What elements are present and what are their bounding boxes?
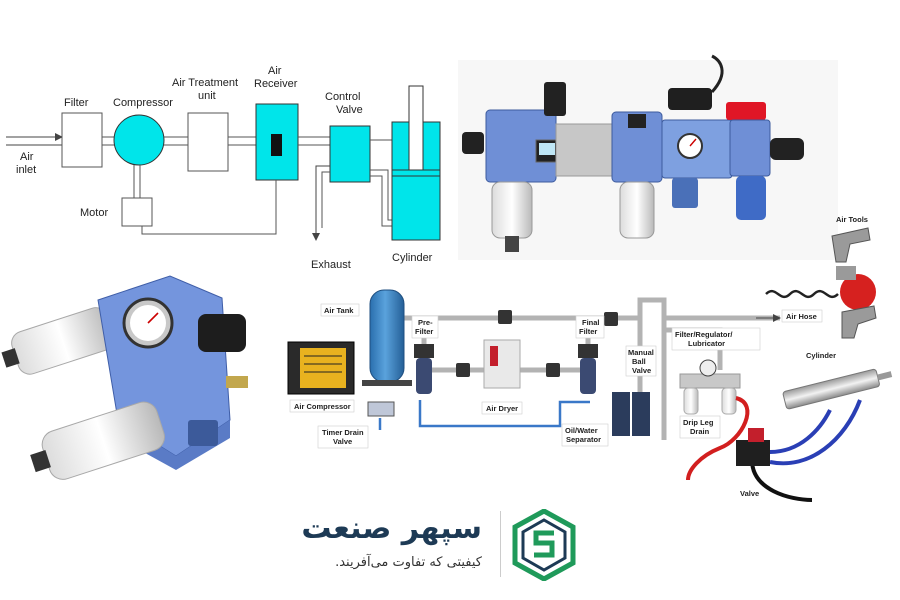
frl-combo-photo <box>1 275 248 482</box>
air-hose-label: Air Hose <box>786 312 817 321</box>
frl-tag <box>671 327 761 351</box>
air-inlet-label: Air inlet <box>16 151 37 176</box>
frl-label: Filter/Regulator/ Lubricator <box>675 330 735 348</box>
manual-ball-valve-label: Manual Ball Valve <box>628 348 656 375</box>
filter-block <box>61 112 103 168</box>
brand-divider <box>500 511 501 577</box>
final-filter-tag <box>575 315 605 339</box>
pre-filter-label: Pre- Filter <box>415 318 435 336</box>
final-filter-label: Final Filter <box>579 318 602 336</box>
air-hose-tag <box>781 309 823 323</box>
brand-logo-icon <box>512 509 576 581</box>
control-valve-label: Control Valve <box>325 91 364 116</box>
ball-valve-icon <box>456 363 470 377</box>
compressor-label: Compressor <box>113 97 173 109</box>
air-compressor-label: Air Compressor <box>294 402 351 411</box>
air-dryer-label: Air Dryer <box>486 404 518 413</box>
cylinder-label: Cylinder <box>392 252 433 264</box>
receiver-gauge <box>271 134 282 156</box>
air-tools-label: Air Tools <box>836 215 868 224</box>
drip-leg-label: Drip Leg Drain <box>683 418 716 436</box>
ball-valve-icon <box>546 363 560 377</box>
pneumatic-schematic: Air inlet Filter Compressor Air Treatmen… <box>6 65 441 271</box>
ball-valve-tag <box>625 345 657 377</box>
valve-label: Valve <box>740 489 759 498</box>
oil-water-label: Oil/Water Separator <box>565 426 601 444</box>
ball-valve-icon <box>604 312 618 326</box>
air-treatment-block <box>187 112 229 172</box>
compressed-air-system: Air Tank Pre- Filter Final Filter Filter… <box>287 215 893 502</box>
brand-name: سپهر صنعت <box>301 511 482 546</box>
cylinder-rod <box>408 85 424 171</box>
air-tank-tag <box>320 303 360 317</box>
timer-drain-tag <box>317 425 369 449</box>
air-treatment-label: Air Treatment unit <box>172 77 241 102</box>
air-dryer-tag <box>481 401 523 415</box>
control-valve-block <box>329 125 371 183</box>
motor-label: Motor <box>80 207 108 219</box>
motor-block <box>121 197 153 227</box>
pre-filter-tag <box>411 315 439 339</box>
exhaust-label: Exhaust <box>311 259 351 271</box>
ball-valve-icon <box>498 310 512 324</box>
air-compressor-tag <box>289 399 355 413</box>
frl-unit-photo <box>458 54 838 260</box>
filter-label: Filter <box>64 97 89 109</box>
oil-water-tag <box>561 423 609 447</box>
drip-leg-tag <box>679 415 721 439</box>
brand-block: سپهر صنعت کیفیتی که تفاوت می‌آفریند. <box>300 505 600 585</box>
cylinder-system-label: Cylinder <box>806 351 836 360</box>
air-receiver-label: Air Receiver <box>254 65 298 90</box>
air-tank-label: Air Tank <box>324 306 354 315</box>
brand-tagline: کیفیتی که تفاوت می‌آفریند. <box>335 555 482 570</box>
compressor-block <box>113 114 165 166</box>
timer-drain-label: Timer Drain Valve <box>322 428 366 446</box>
